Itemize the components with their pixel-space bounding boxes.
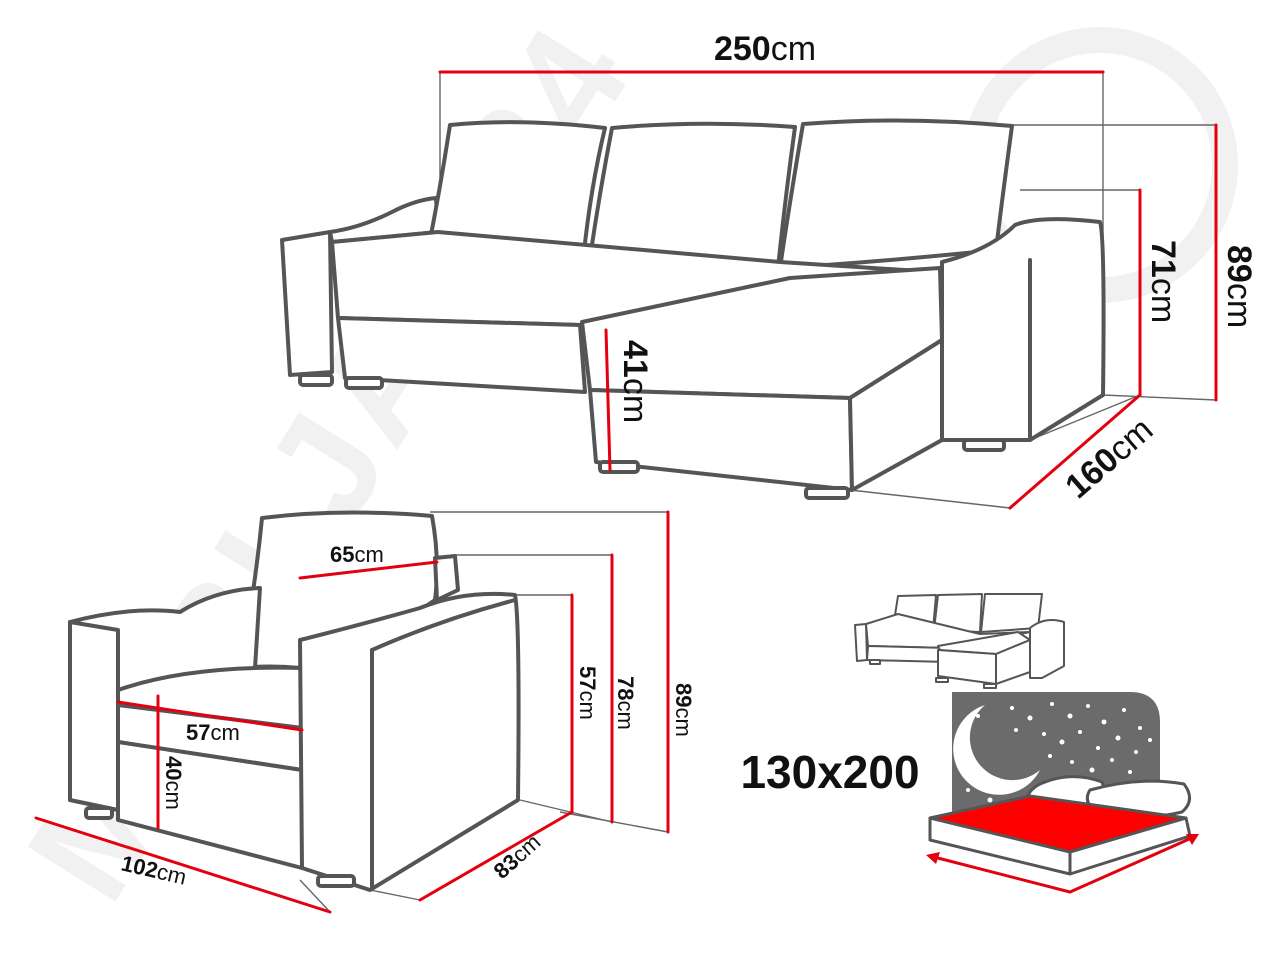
armchair-total-height-label: 89cm bbox=[671, 683, 696, 737]
sofa-width-label: 250cm bbox=[714, 30, 816, 68]
stars-icon bbox=[958, 702, 1152, 814]
armchair-depth-label: 83cm bbox=[489, 829, 546, 884]
sofa-total-height-label: 89cm bbox=[1220, 245, 1258, 328]
armchair-drawing: 65cm 57cm 40cm 57cm 78cm 89cm 102cm 83cm bbox=[34, 510, 696, 914]
moon-icon bbox=[953, 705, 1040, 795]
armchair-back-height-label: 78cm bbox=[613, 676, 638, 730]
sofa-seat-height-line bbox=[604, 328, 612, 472]
bed-width-line bbox=[928, 854, 1072, 894]
bed-length-line bbox=[1068, 834, 1198, 894]
armchair-back-width-line bbox=[298, 560, 439, 580]
armchair-seat-width-line bbox=[116, 700, 304, 732]
armchair-seat-height-label: 40cm bbox=[161, 756, 186, 810]
armchair-width-line bbox=[34, 816, 332, 914]
corner-sofa-drawing: 250cm 41cm 71cm 89cm 160cm bbox=[280, 30, 1258, 510]
sofa-depth-line bbox=[1008, 393, 1142, 510]
armchair-seat-width-label: 57cm bbox=[186, 720, 240, 745]
armchair-arm-height-label: 57cm bbox=[575, 666, 600, 720]
corner-sofa-thumbnail bbox=[854, 593, 1065, 689]
armchair-depth-line bbox=[418, 810, 574, 902]
sleeping-area-illustration bbox=[926, 692, 1199, 894]
sofa-seat-height-label: 41cm bbox=[616, 340, 654, 423]
armchair-back-width-label: 65cm bbox=[330, 542, 384, 567]
sleeping-area-size-label: 130x200 bbox=[740, 746, 919, 798]
sofa-depth-label: 160cm bbox=[1058, 410, 1160, 506]
sofa-back-height-label: 71cm bbox=[1144, 240, 1182, 323]
